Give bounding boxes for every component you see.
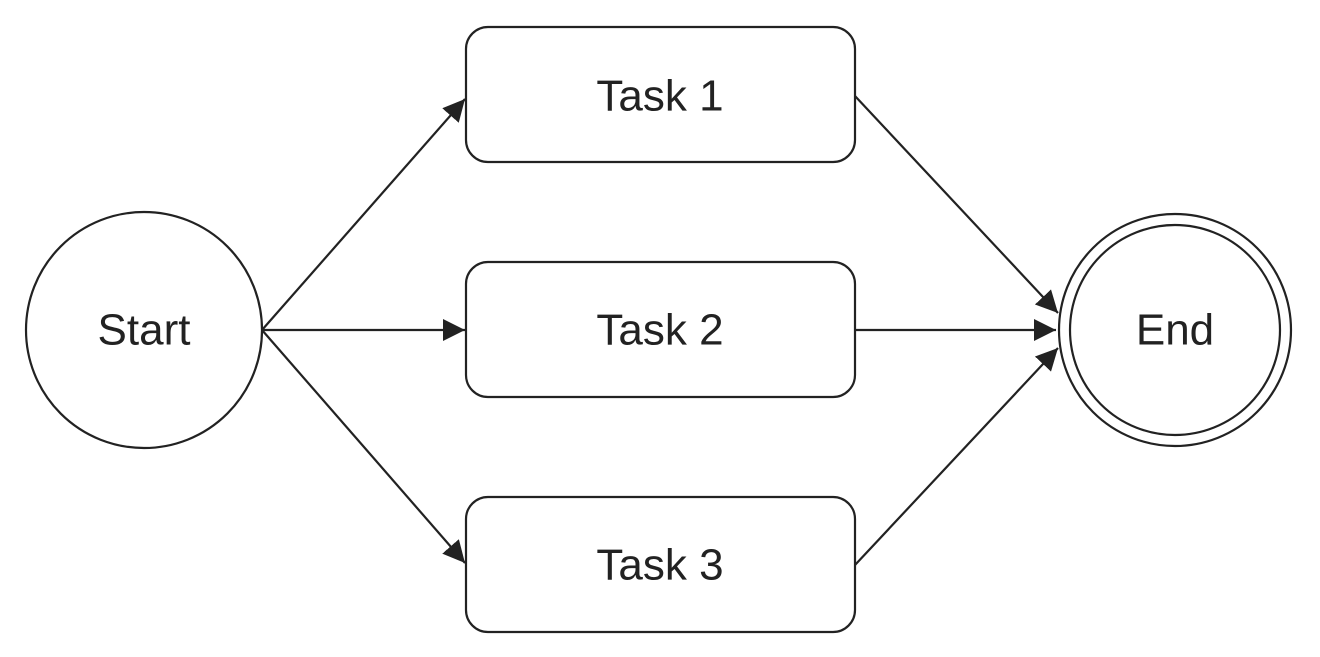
- task1-box: [464, 25, 857, 164]
- edge-start-to-task1: [261, 98, 466, 331]
- task1-label: Task 1: [596, 72, 723, 121]
- start-label: Start: [98, 306, 191, 355]
- edge-start-to-task3: [261, 329, 466, 564]
- edge-task3-to-end: [854, 347, 1059, 566]
- node-end: End: [1057, 212, 1293, 448]
- node-start: Start: [24, 210, 264, 450]
- task2-label: Task 2: [596, 306, 723, 355]
- node-task2: Task 2: [464, 260, 857, 399]
- start-circle: [24, 210, 264, 450]
- end-inner-circle: [1068, 223, 1282, 437]
- edge-task1-to-end: [854, 95, 1059, 314]
- task2-box: [464, 260, 857, 399]
- task3-box: [464, 495, 857, 634]
- task3-label: Task 3: [596, 541, 723, 590]
- node-task3: Task 3: [464, 495, 857, 634]
- end-label: End: [1136, 306, 1214, 355]
- node-task1: Task 1: [464, 25, 857, 164]
- edges: [261, 95, 1059, 566]
